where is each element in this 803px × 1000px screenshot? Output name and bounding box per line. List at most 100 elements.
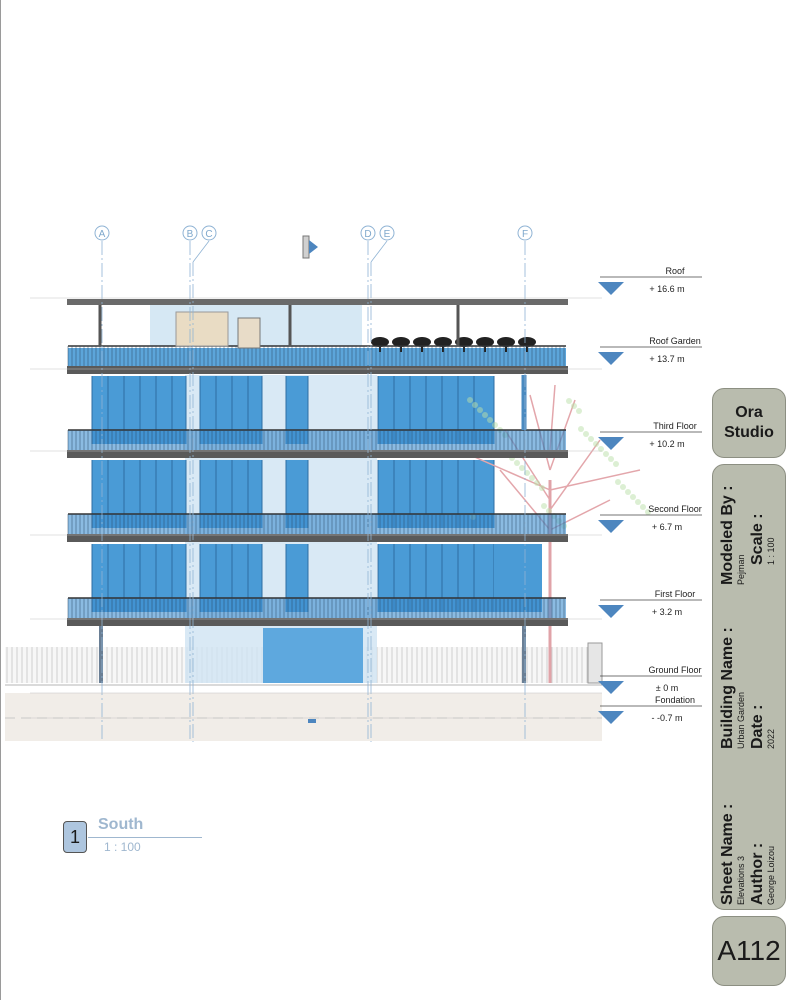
sheet-name-value: Elevations 3 xyxy=(736,855,746,905)
glass-panel xyxy=(286,376,308,444)
level-name: Third Floor xyxy=(653,421,697,431)
grid-label-e: E xyxy=(384,229,391,240)
tree-leaf xyxy=(578,426,584,432)
tree-leaf xyxy=(472,402,478,408)
date-group: Date : 2022 xyxy=(749,705,776,749)
level-elevation: + 6.7 m xyxy=(652,522,682,532)
tree-leaf xyxy=(477,407,483,413)
grid-bubble xyxy=(360,225,376,241)
sheet-number: A112 xyxy=(717,935,781,966)
grid-label-b: B xyxy=(187,229,194,240)
grid-bubble xyxy=(94,225,110,241)
tree-leaf xyxy=(583,431,589,437)
tree-leaf xyxy=(625,489,631,495)
level-elevation: + 10.2 m xyxy=(649,439,684,449)
view-number-tag: 1 xyxy=(63,821,87,853)
roof-door xyxy=(237,317,261,349)
scale-group: Scale : 1 : 100 xyxy=(749,513,776,565)
level-head xyxy=(598,520,624,533)
modeled-by-value: Pejman xyxy=(736,554,746,585)
date-value: 2022 xyxy=(766,728,776,749)
modeled-by-group: Modeled By : Pejman xyxy=(719,485,746,585)
entrance xyxy=(263,628,363,683)
view-scale: 1 : 100 xyxy=(104,840,141,854)
tree-leaf xyxy=(566,398,572,404)
roof-slab xyxy=(67,299,568,305)
tree-leaf xyxy=(546,508,552,514)
tree-leaf xyxy=(598,446,604,452)
glass-panel xyxy=(286,460,308,528)
grid-label-f: F xyxy=(522,229,528,240)
tree-leaf xyxy=(571,403,577,409)
tree-leaf xyxy=(519,465,525,471)
ground-mark xyxy=(308,719,316,723)
tree-leaf xyxy=(576,408,582,414)
sheet-name-label: Sheet Name : xyxy=(719,803,736,905)
level-elevation: - -0.7 m xyxy=(651,713,682,723)
level-head xyxy=(598,605,624,618)
roof-garden-railing xyxy=(68,348,566,366)
foundation-band xyxy=(5,693,602,741)
level-name: Roof xyxy=(665,266,685,276)
tree-leaf xyxy=(534,480,540,486)
balcony-glass xyxy=(68,430,566,450)
view-title-underline xyxy=(88,837,202,838)
grid-bubble xyxy=(379,225,395,241)
sheet-number-box: A112 xyxy=(712,916,786,986)
tree-leaf xyxy=(529,475,535,481)
studio-name-line2: Studio xyxy=(724,424,774,441)
scale-label: Scale : xyxy=(749,513,766,565)
tree-leaf xyxy=(467,397,473,403)
level-head xyxy=(598,711,624,724)
section-marker-arrow xyxy=(309,240,318,254)
grid-leader xyxy=(370,240,388,263)
level-elevation: + 13.7 m xyxy=(649,354,684,364)
glass-panel xyxy=(286,544,308,612)
title-block-info: Modeled By : Pejman Scale : 1 : 100 Buil… xyxy=(712,464,786,910)
author-value: George Loizou xyxy=(766,845,776,905)
tree-leaf xyxy=(539,485,545,491)
level-elevation: + 16.6 m xyxy=(649,284,684,294)
tree-leaf xyxy=(524,470,530,476)
tree-leaf xyxy=(588,436,594,442)
grid-bubble xyxy=(517,225,533,241)
grid-label-d: D xyxy=(364,229,371,240)
building-name-value: Urban Garden xyxy=(736,691,746,749)
balcony-glass xyxy=(68,598,566,618)
grid-label-a: A xyxy=(99,229,106,240)
slabs xyxy=(67,345,568,626)
tree-leaf xyxy=(615,479,621,485)
tree-leaf xyxy=(487,417,493,423)
floor-slab xyxy=(67,450,568,458)
tree-leaf xyxy=(620,484,626,490)
level-head xyxy=(598,352,624,365)
fence-gatepost xyxy=(587,642,603,684)
view-name: South xyxy=(98,816,144,833)
level-elevation: + 3.2 m xyxy=(652,607,682,617)
tree-leaf xyxy=(635,499,641,505)
floor-slab xyxy=(67,534,568,542)
scale-value: 1 : 100 xyxy=(766,537,776,565)
studio-name-line1: Ora xyxy=(735,404,763,421)
author-label: Author : xyxy=(749,842,766,905)
section-marker xyxy=(302,235,310,259)
floor-slab xyxy=(67,366,568,374)
grid-leader xyxy=(192,240,210,263)
tree-leaf xyxy=(640,504,646,510)
tree-leaf xyxy=(593,441,599,447)
tree-branch xyxy=(549,469,641,491)
grid-bubble xyxy=(201,225,217,241)
building-name-label: Building Name : xyxy=(719,627,736,749)
author-group: Author : George Loizou xyxy=(749,843,776,905)
tree-leaf xyxy=(645,509,651,515)
level-name: Ground Floor xyxy=(648,665,701,675)
tree-leaf xyxy=(608,456,614,462)
floor-slab xyxy=(67,618,568,626)
level-name: First Floor xyxy=(655,589,696,599)
level-head xyxy=(598,681,624,694)
level-name: Fondation xyxy=(655,695,695,705)
